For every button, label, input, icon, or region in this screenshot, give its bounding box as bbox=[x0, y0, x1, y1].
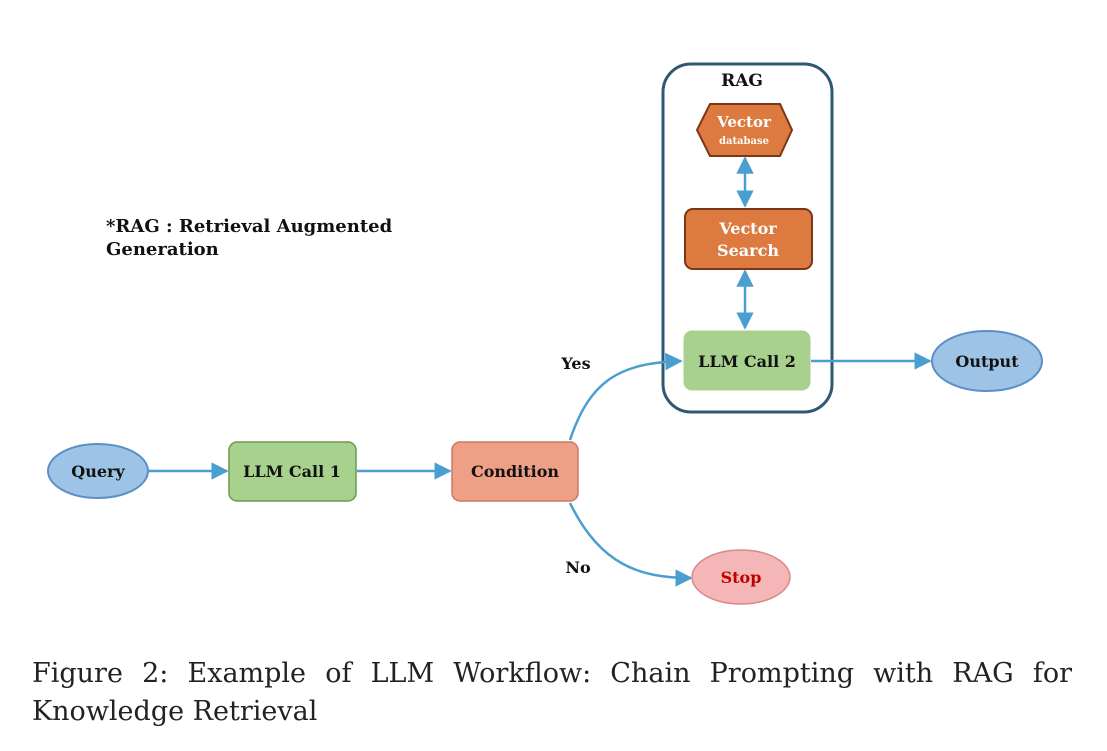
vector-database-node bbox=[695, 103, 794, 157]
vector-database-label-line1: Vector bbox=[716, 113, 772, 131]
rag-note-line2: Generation bbox=[106, 239, 219, 260]
rag-group-border bbox=[661, 62, 834, 414]
llm-call-1-node bbox=[228, 441, 357, 502]
vector-search-node bbox=[684, 208, 813, 270]
edge-condition-to-llm2-yes bbox=[568, 352, 683, 441]
vector-search-label-line1: Vector bbox=[718, 219, 777, 238]
vector-database-label-line2: database bbox=[719, 136, 769, 147]
output-label: Output bbox=[955, 352, 1019, 371]
figure-caption: Figure 2: Example of LLM Workflow: Chain… bbox=[32, 658, 1072, 727]
condition-label: Condition bbox=[471, 462, 559, 481]
rag-note-line1: *RAG : Retrieval Augmented bbox=[106, 216, 393, 237]
edge-label-yes: Yes bbox=[560, 354, 590, 373]
stop-label: Stop bbox=[721, 568, 762, 587]
edge-label-no: No bbox=[565, 558, 591, 577]
llm-call-2-label: LLM Call 2 bbox=[698, 352, 796, 371]
edge-condition-to-stop-no bbox=[568, 502, 693, 587]
rag-group-title: RAG bbox=[721, 71, 763, 91]
condition-node bbox=[451, 441, 579, 502]
output-node bbox=[931, 330, 1043, 392]
vector-search-label-line2: Search bbox=[717, 241, 779, 260]
query-label: Query bbox=[71, 462, 125, 481]
stop-node bbox=[691, 549, 791, 605]
llm-call-1-label: LLM Call 1 bbox=[243, 462, 341, 481]
llm-call-2-node bbox=[683, 330, 811, 391]
query-node bbox=[47, 443, 149, 499]
